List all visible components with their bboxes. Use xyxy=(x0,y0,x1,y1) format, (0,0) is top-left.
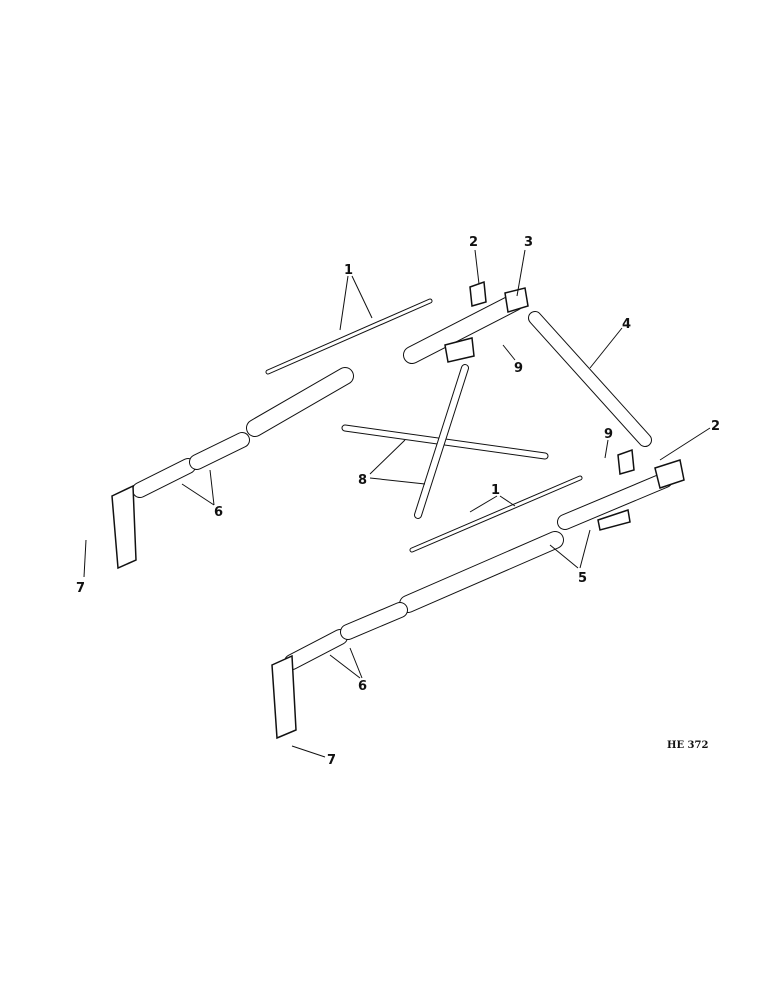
callout-1-bottom: 1 xyxy=(491,483,500,498)
tube-segment xyxy=(340,602,408,640)
rod xyxy=(409,475,583,553)
parts-drawing xyxy=(111,280,685,740)
callout-8: 8 xyxy=(358,473,367,488)
callout-2-top: 2 xyxy=(469,235,478,250)
callout-2-right: 2 xyxy=(711,419,720,434)
callout-5: 5 xyxy=(578,571,587,586)
bracket-plate xyxy=(271,654,297,740)
callout-1-top: 1 xyxy=(344,263,353,278)
leader-lines xyxy=(83,249,711,758)
callout-4: 4 xyxy=(622,317,631,332)
tube-segment xyxy=(189,432,250,470)
main-tube xyxy=(246,367,354,437)
front-tube xyxy=(403,293,524,364)
cross-bar xyxy=(528,311,652,447)
tube-segment xyxy=(284,629,348,670)
mount-bracket xyxy=(597,509,631,531)
brace-rod xyxy=(414,364,469,519)
callout-7-left: 7 xyxy=(76,581,85,596)
callout-9-right: 9 xyxy=(604,427,613,442)
callout-6-bottom: 6 xyxy=(358,679,367,694)
callout-7-bottom: 7 xyxy=(327,753,336,768)
mount-bracket xyxy=(654,459,685,489)
bracket-plate xyxy=(111,484,137,570)
clip xyxy=(469,280,487,307)
mount-bracket xyxy=(504,287,529,313)
callout-3: 3 xyxy=(524,235,533,250)
tube-segment xyxy=(132,458,196,498)
callout-9-top: 9 xyxy=(514,361,523,376)
rod xyxy=(265,298,433,375)
callout-6-top: 6 xyxy=(214,505,223,520)
mount-bracket xyxy=(444,337,475,363)
clip xyxy=(617,448,635,475)
main-tube xyxy=(399,531,564,613)
front-tube xyxy=(557,472,673,530)
figure-code: HE 372 xyxy=(667,740,708,751)
